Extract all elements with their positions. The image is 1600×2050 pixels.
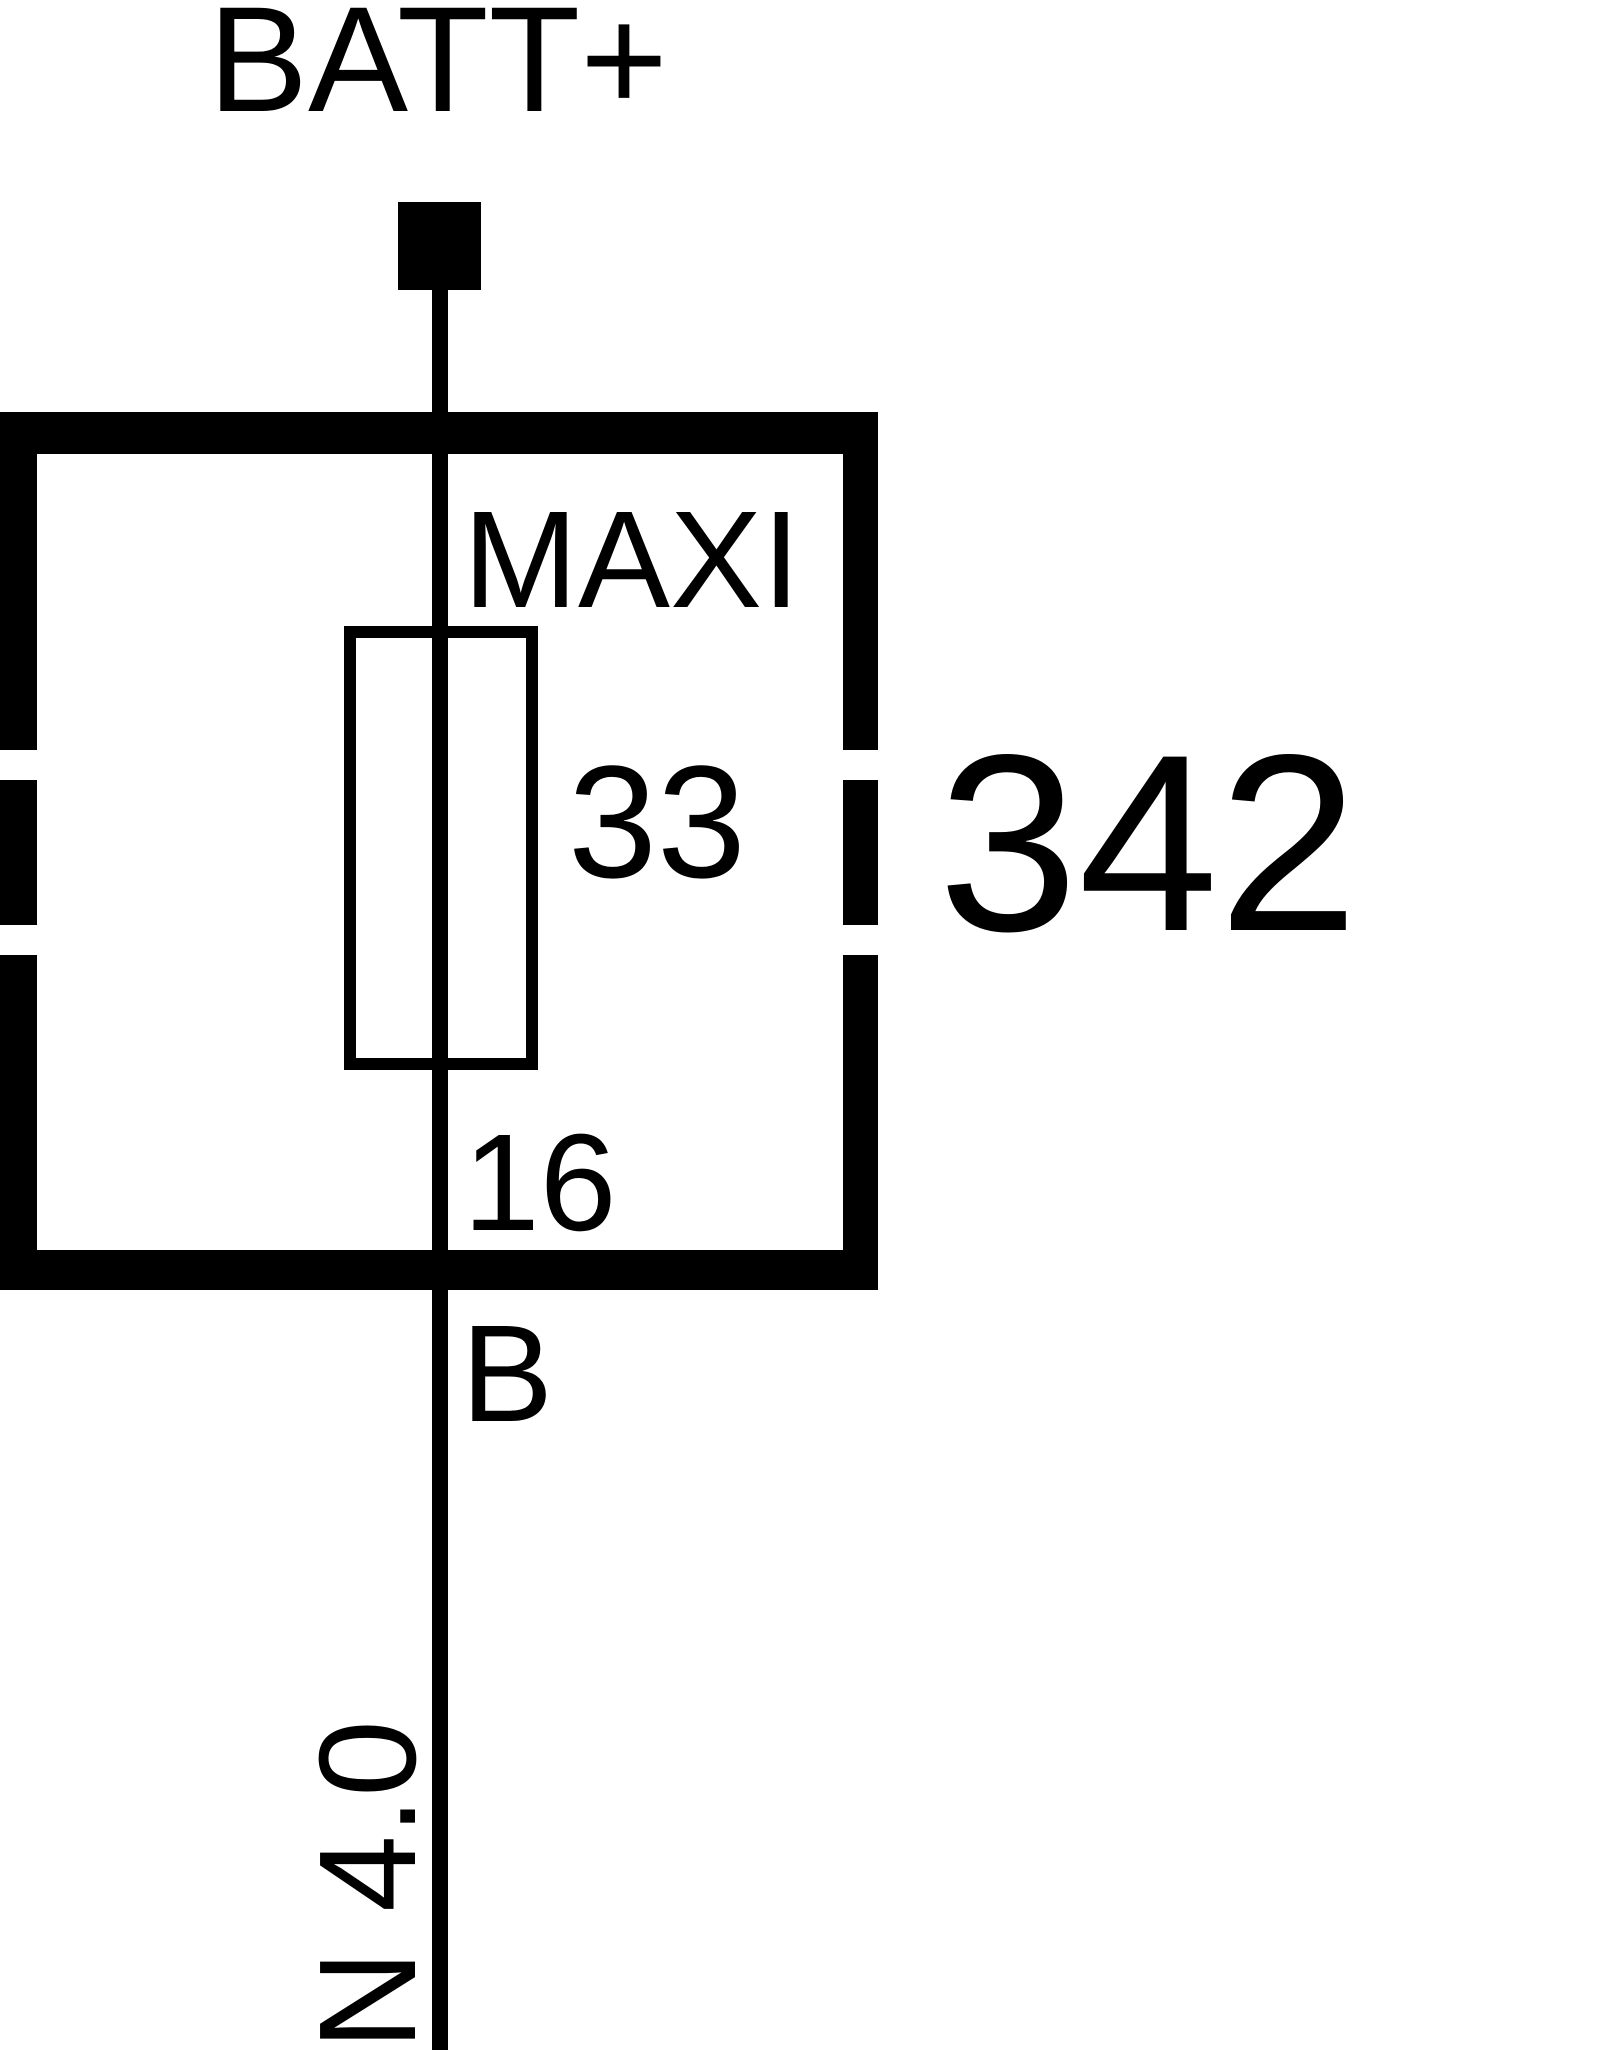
fuse-box-right-edge-lower: [843, 955, 878, 1290]
main-wire: [432, 288, 448, 2050]
wire-spec-label: N 4.0: [291, 1720, 445, 2050]
pin-number-label: 16: [463, 1106, 617, 1260]
fuse-symbol: [344, 626, 538, 1070]
fuse-type-label: MAXI: [463, 483, 800, 637]
fuse-box-right-edge-upper: [843, 412, 878, 750]
connector-label: B: [461, 1297, 553, 1451]
fuse-box-left-edge-lower: [0, 955, 37, 1290]
battery-terminal: [398, 202, 481, 290]
fuse-box-left-edge-upper: [0, 412, 37, 750]
batt-plus-label: BATT+: [208, 0, 668, 143]
fuse-box-outline: [0, 412, 878, 1290]
fuse-box-left-edge-middle: [0, 780, 37, 925]
fuse-number-label: 33: [568, 732, 746, 911]
fuse-box-bottom-edge: [0, 1250, 878, 1290]
fuse-box-right-edge-middle: [843, 780, 878, 925]
component-id-label: 342: [938, 703, 1358, 984]
fuse-box-top-edge: [0, 412, 878, 454]
